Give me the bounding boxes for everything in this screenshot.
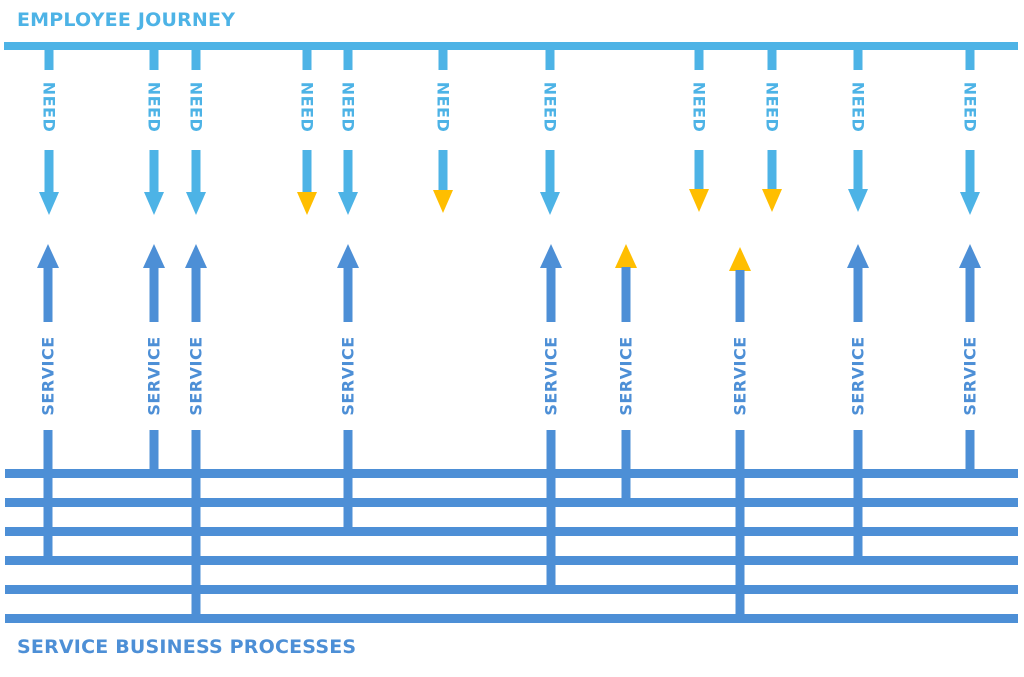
need-connector-3 xyxy=(191,50,201,70)
service-connector-7 xyxy=(735,430,745,620)
service-arrowhead-6 xyxy=(615,244,637,268)
need-arrowhead-10 xyxy=(848,189,868,212)
need-connector-1 xyxy=(44,50,54,70)
service-arrowhead-5 xyxy=(540,244,562,268)
service-shaft-4 xyxy=(343,267,353,322)
need-connector-6 xyxy=(438,50,448,70)
need-arrows: NEED NEED NEED NEED NEED NEED NEED NEED NEED NEED… xyxy=(39,50,980,215)
service-arrowhead-4 xyxy=(337,244,359,268)
need-label-9: NEED xyxy=(763,82,782,133)
need-connector-11 xyxy=(965,50,975,70)
need-arrowhead-11 xyxy=(960,192,980,215)
need-connector-8 xyxy=(694,50,704,70)
need-label-7: NEED xyxy=(541,82,560,133)
employee-journey-title: EMPLOYEE JOURNEY xyxy=(17,9,236,31)
process-lane-6 xyxy=(5,614,1018,623)
need-arrowhead-8 xyxy=(689,189,709,212)
service-arrowhead-8 xyxy=(847,244,869,268)
need-connector-10 xyxy=(853,50,863,70)
need-arrowhead-2 xyxy=(144,192,164,215)
process-lane-1 xyxy=(5,469,1018,478)
need-shaft-8 xyxy=(694,150,704,190)
need-shaft-9 xyxy=(767,150,777,190)
service-connector-9 xyxy=(965,430,975,471)
service-connector-8 xyxy=(853,430,863,560)
need-shaft-4 xyxy=(302,150,312,193)
journey-line xyxy=(4,42,1018,50)
service-connector-2 xyxy=(149,430,159,471)
need-shaft-2 xyxy=(149,150,159,193)
service-shaft-1 xyxy=(43,267,53,322)
service-arrows: SERVICE SERVICE SERVICE SERVICE SERVICE SERVI… xyxy=(37,244,981,620)
service-shaft-3 xyxy=(191,267,201,322)
service-label-8: SERVICE xyxy=(849,336,868,415)
need-shaft-6 xyxy=(438,150,448,191)
service-connector-3 xyxy=(191,430,201,620)
need-arrowhead-4 xyxy=(297,192,317,215)
service-label-2: SERVICE xyxy=(145,336,164,415)
service-shaft-6 xyxy=(621,267,631,322)
need-arrowhead-6 xyxy=(433,190,453,213)
service-arrowhead-2 xyxy=(143,244,165,268)
need-arrowhead-7 xyxy=(540,192,560,215)
need-label-5: NEED xyxy=(339,82,358,133)
need-label-3: NEED xyxy=(187,82,206,133)
service-shaft-9 xyxy=(965,267,975,322)
need-arrowhead-3 xyxy=(186,192,206,215)
need-connector-5 xyxy=(343,50,353,70)
service-arrowhead-3 xyxy=(185,244,207,268)
need-label-4: NEED xyxy=(298,82,317,133)
service-arrowhead-1 xyxy=(37,244,59,268)
need-shaft-1 xyxy=(44,150,54,193)
need-label-2: NEED xyxy=(145,82,164,133)
service-connector-1 xyxy=(43,430,53,560)
process-lane-3 xyxy=(5,527,1018,536)
service-shaft-2 xyxy=(149,267,159,322)
service-connector-4 xyxy=(343,430,353,529)
need-arrowhead-9 xyxy=(762,189,782,212)
service-label-9: SERVICE xyxy=(961,336,980,415)
service-label-1: SERVICE xyxy=(39,336,58,415)
process-lane-2 xyxy=(5,498,1018,507)
service-label-5: SERVICE xyxy=(542,336,561,415)
need-label-6: NEED xyxy=(434,82,453,133)
service-business-processes-title: SERVICE BUSINESS PROCESSES xyxy=(17,636,357,658)
process-lane-4 xyxy=(5,556,1018,565)
need-connector-7 xyxy=(545,50,555,70)
need-connector-9 xyxy=(767,50,777,70)
need-arrowhead-1 xyxy=(39,192,59,215)
service-label-6: SERVICE xyxy=(617,336,636,415)
need-label-8: NEED xyxy=(690,82,709,133)
service-arrowhead-7 xyxy=(729,247,751,271)
journey-line-group xyxy=(4,42,1018,50)
service-shaft-7 xyxy=(735,270,745,322)
need-connector-2 xyxy=(149,50,159,70)
service-label-7: SERVICE xyxy=(731,336,750,415)
service-connector-6 xyxy=(621,430,631,500)
service-shaft-8 xyxy=(853,267,863,322)
service-label-4: SERVICE xyxy=(339,336,358,415)
need-shaft-7 xyxy=(545,150,555,193)
process-lane-5 xyxy=(5,585,1018,594)
service-label-3: SERVICE xyxy=(187,336,206,415)
service-connector-5 xyxy=(546,430,556,588)
need-shaft-10 xyxy=(853,150,863,190)
need-shaft-5 xyxy=(343,150,353,193)
need-label-10: NEED xyxy=(849,82,868,133)
service-shaft-5 xyxy=(546,267,556,322)
need-shaft-11 xyxy=(965,150,975,193)
need-connector-4 xyxy=(302,50,312,70)
need-label-11: NEED xyxy=(961,82,980,133)
need-label-1: NEED xyxy=(40,82,59,133)
need-shaft-3 xyxy=(191,150,201,193)
need-arrowhead-5 xyxy=(338,192,358,215)
process-lanes xyxy=(5,469,1018,623)
service-arrowhead-9 xyxy=(959,244,981,268)
